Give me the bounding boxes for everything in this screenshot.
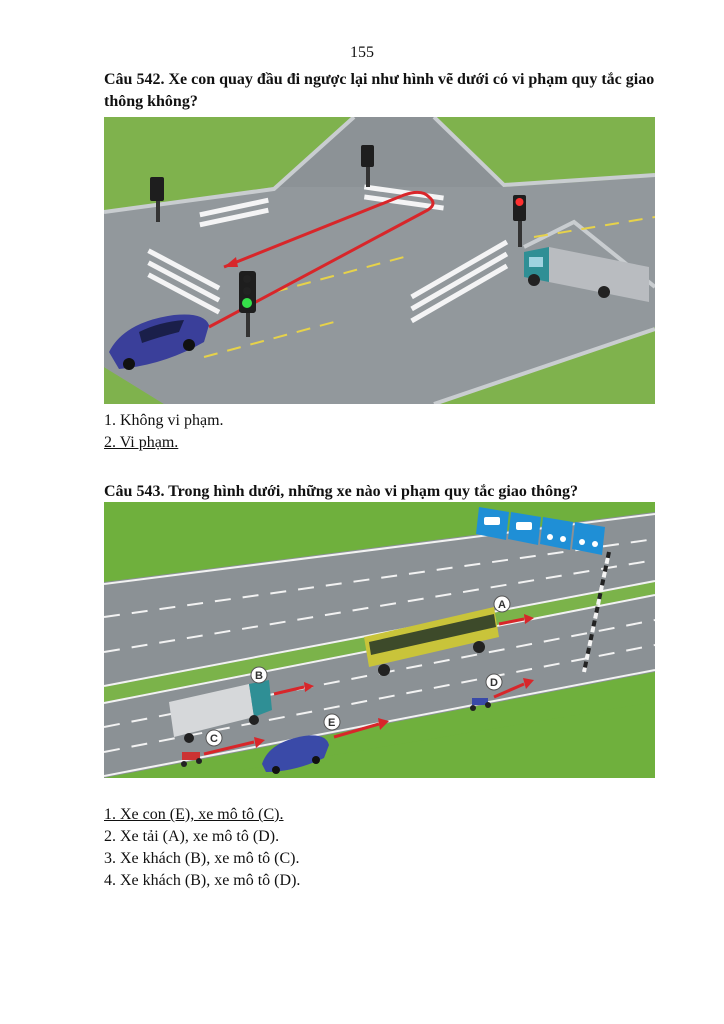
label-a: A — [498, 599, 506, 611]
answer-542-2[interactable]: 2. Vi phạm. — [104, 434, 179, 451]
label-b: B — [255, 670, 263, 682]
traffic-light-red-icon — [513, 195, 526, 247]
label-d: D — [490, 677, 498, 689]
highway-illustration: A B C D — [104, 502, 655, 778]
answer-543-1[interactable]: 1. Xe con (E), xe mô tô (C). — [104, 806, 284, 823]
bus-a-icon — [364, 607, 499, 676]
car-e-icon — [262, 735, 329, 774]
car-icon — [109, 314, 209, 370]
label-c: C — [210, 733, 218, 745]
lane-sign-gantry — [476, 507, 611, 673]
truck-b-icon — [169, 680, 272, 743]
answer-543-2[interactable]: 2. Xe tải (A), xe mô tô (D). — [104, 828, 280, 845]
answer-543-3[interactable]: 3. Xe khách (B), xe mô tô (C). — [104, 850, 300, 867]
label-e: E — [328, 717, 335, 729]
page-number: 155 — [350, 44, 374, 61]
motorcycle-d-icon — [470, 698, 491, 711]
motorcycle-sign-icon — [572, 522, 605, 555]
answer-542-1[interactable]: 1. Không vi phạm. — [104, 412, 224, 429]
truck-icon — [524, 247, 649, 302]
car-sign-icon — [508, 512, 541, 545]
motorcycle-c-icon — [181, 752, 202, 767]
question-542-title: Câu 542. Xe con quay đầu đi ngược lại nh… — [104, 71, 655, 110]
traffic-light-green-icon — [239, 271, 256, 337]
answer-543-4[interactable]: 4. Xe khách (B), xe mô tô (D). — [104, 872, 301, 889]
intersection-illustration — [104, 117, 655, 404]
car-sign-icon — [476, 507, 509, 540]
question-543-title: Câu 543. Trong hình dưới, những xe nào v… — [104, 483, 578, 500]
motorcycle-sign-icon — [540, 517, 573, 550]
